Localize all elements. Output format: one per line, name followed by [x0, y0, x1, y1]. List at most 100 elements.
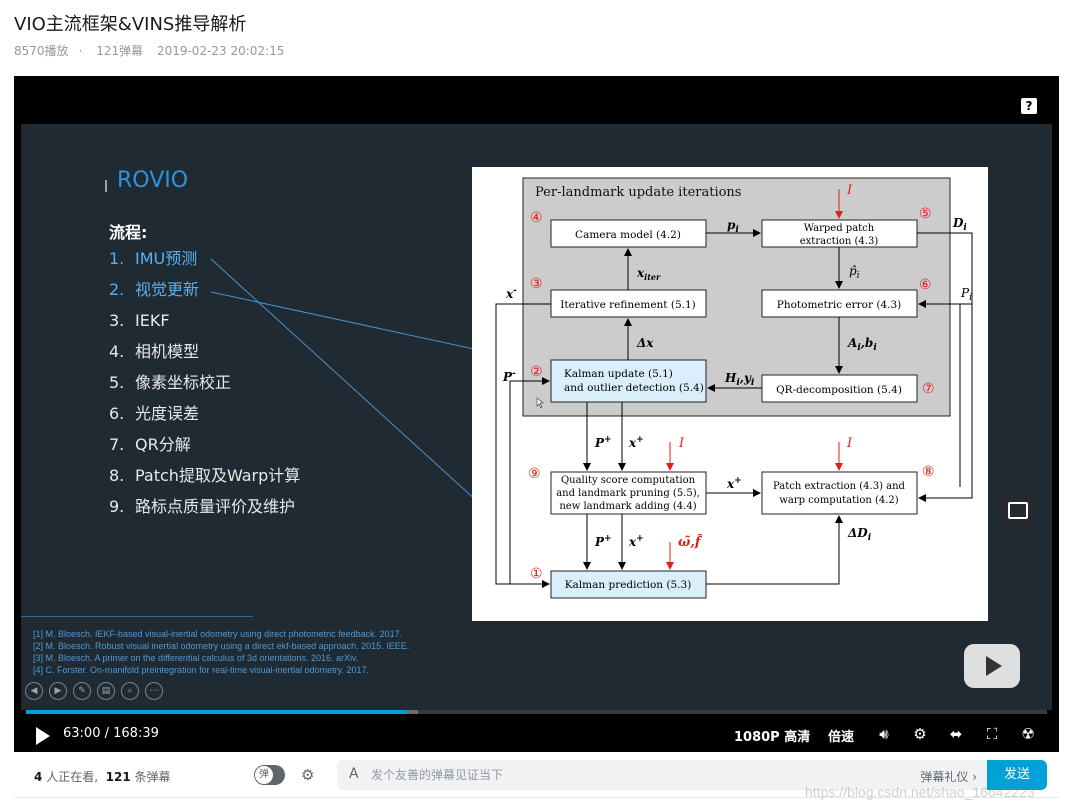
page-title: VIO主流框架&VINS推导解析 — [14, 14, 247, 35]
diagram-svg: Per-landmark update iterations Camera mo… — [495, 177, 973, 599]
danmaku-etiquette-link[interactable]: 弹幕礼仪 › — [920, 770, 977, 784]
web-fullscreen-icon[interactable]: ⛶ — [986, 725, 998, 743]
xplus-label: x+ — [628, 534, 644, 549]
danmaku-bar: 4 人正在看, 121 条弹幕 弹 ⚙ A 弹幕礼仪 › 发送 — [14, 752, 1059, 798]
danmaku-input[interactable] — [371, 760, 891, 790]
meta-sep: · — [78, 44, 83, 58]
quality-box — [550, 471, 707, 515]
step-item: 1.IMU预测 — [109, 249, 198, 268]
step-item: 7.QR分解 — [109, 435, 191, 454]
danmaku-settings-icon[interactable]: ⚙ — [301, 766, 315, 784]
flow-label: 流程: — [109, 223, 148, 242]
watermark: https://blog.csdn.net/shao_16642223 — [805, 784, 1035, 800]
danmaku-input-wrapper: A 弹幕礼仪 › — [337, 760, 987, 790]
step-item: 3.IEKF — [109, 311, 170, 330]
quality-label: new landmark adding (4.4) — [559, 501, 696, 512]
step-item: 8.Patch提取及Warp计算 — [109, 466, 301, 485]
pminus-label: P- — [502, 369, 516, 384]
step-4-marker: ④ — [530, 210, 543, 226]
dx-label: Δx — [636, 336, 654, 350]
speed-button[interactable]: 倍速 — [828, 730, 855, 745]
pi-cap-label: Pi — [960, 286, 972, 303]
kalman-update-label: and outlier detection (5.4) — [564, 382, 704, 394]
phat-label: p̂i — [849, 264, 860, 281]
step-3-marker: ③ — [530, 276, 543, 292]
danmaku-style-icon[interactable]: A — [349, 766, 359, 782]
group-title: Per-landmark update iterations — [535, 185, 741, 200]
play-count: 8570播放 — [14, 44, 69, 58]
danmaku-count: 121弹幕 — [96, 44, 144, 58]
kalman-prediction-label: Kalman prediction (5.3) — [565, 579, 692, 591]
bilibili-tv-logo-icon — [964, 644, 1020, 688]
qr-box — [761, 374, 918, 403]
rovio-diagram: Per-landmark update iterations Camera mo… — [472, 167, 988, 621]
viewer-info: 4 人正在看, 121 条弹幕 — [34, 770, 171, 784]
more-icon: ⋯ — [145, 682, 163, 700]
settings-gear-icon[interactable]: ⚙ — [913, 725, 927, 743]
step-1-marker: ① — [530, 566, 543, 582]
input-i-label: I — [678, 436, 685, 451]
slide-title: ROVIO — [117, 168, 189, 193]
quality-label: Quality score computation — [561, 475, 696, 486]
step-item: 9.路标点质量评价及维护 — [109, 497, 296, 516]
control-bar: 63:00 / 168:39 1080P 高清 倍速 🔊︎ ⚙ ⬌ ⛶ ☢ — [14, 718, 1059, 752]
iterative-box — [550, 289, 707, 318]
step-2-marker: ② — [530, 364, 543, 380]
step-8-marker: ⑧ — [922, 464, 935, 480]
reference-item: [2] M. Bloesch. Robust visual inertial o… — [33, 641, 410, 651]
zoom-icon: ⌕ — [121, 682, 139, 700]
kalman-prediction-box — [550, 570, 707, 599]
step-item: 5.像素坐标校正 — [109, 373, 232, 392]
patch-extraction-box — [761, 471, 918, 515]
input-i-label: I — [846, 436, 853, 451]
photometric-box — [761, 289, 918, 318]
danmaku-toggle[interactable]: 弹 — [254, 765, 285, 785]
quality-label: and landmark pruning (5.5), — [556, 488, 700, 499]
time-display: 63:00 / 168:39 — [63, 726, 159, 741]
slides-icon: ▤ — [97, 682, 115, 700]
xplus-label: x+ — [726, 476, 742, 491]
step-6-marker: ⑥ — [919, 277, 932, 293]
photometric-label: Photometric error (4.3) — [777, 299, 902, 311]
reference-item: [3] M. Bloesch. A primer on the differen… — [33, 653, 359, 663]
warped-patch-label: extraction (4.3) — [800, 236, 879, 247]
video-frame-slide: ROVIO 流程: 1.IMU预测 2.视觉更新 3.IEKF 4.相机模型 5… — [21, 124, 1052, 710]
xiter-label: xiter — [636, 266, 661, 282]
delta-d-label: ΔDi — [847, 526, 872, 543]
step-item: 4.相机模型 — [109, 342, 200, 361]
quality-button[interactable]: 1080P 高清 — [734, 730, 811, 745]
volume-icon[interactable]: 🔊︎ — [879, 725, 889, 743]
next-slide-icon: ▶ — [49, 682, 67, 700]
publish-date: 2019-02-23 20:02:15 — [156, 44, 285, 58]
xplus-label: x+ — [628, 435, 644, 450]
pi-label: pi — [727, 218, 739, 235]
play-icon[interactable] — [36, 727, 50, 745]
step-item: 2.视觉更新 — [109, 280, 200, 299]
prev-slide-icon: ◀ — [25, 682, 43, 700]
reference-divider — [21, 616, 253, 617]
slide-title-marker — [105, 180, 107, 192]
progress-played — [26, 710, 408, 714]
fullscreen-icon[interactable]: ☢ — [1021, 725, 1035, 743]
xminus-label: x- — [505, 286, 517, 301]
step-9-marker: ⑨ — [528, 466, 541, 482]
help-icon[interactable]: ? — [1021, 98, 1037, 114]
patch-extraction-label: warp computation (4.2) — [779, 495, 898, 506]
progress-bar[interactable] — [26, 710, 1047, 714]
mouse-cursor-icon — [536, 397, 544, 409]
widescreen-icon[interactable]: ⬌ — [949, 725, 963, 743]
picture-in-picture-icon[interactable] — [997, 490, 1035, 528]
pplus-label: P+ — [594, 534, 612, 549]
step-item: 6.光度误差 — [109, 404, 200, 423]
video-player[interactable]: ? ROVIO 流程: 1.IMU预测 2.视觉更新 3.IEKF 4.相机模型… — [14, 76, 1059, 752]
step-7-marker: ⑦ — [922, 381, 935, 397]
di-label: Di — [952, 216, 967, 233]
danmaku-toggle-knob: 弹 — [255, 766, 273, 784]
iterative-label: Iterative refinement (5.1) — [560, 299, 696, 311]
warped-patch-label: Warped patch — [804, 223, 875, 234]
pplus-label: P+ — [594, 435, 612, 450]
warped-patch-box — [761, 219, 918, 248]
send-button[interactable]: 发送 — [987, 760, 1047, 790]
qr-label: QR-decomposition (5.4) — [776, 384, 902, 396]
